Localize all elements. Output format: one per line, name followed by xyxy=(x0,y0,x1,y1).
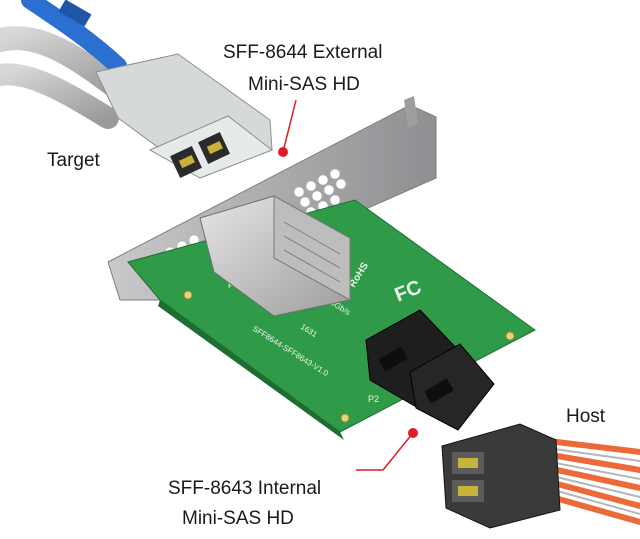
pull-tab-blue xyxy=(21,0,127,75)
internal-connectors xyxy=(365,309,495,431)
internal-connector-label-line2: Mini-SAS HD xyxy=(182,508,294,529)
external-connector-label-line1: SFF-8644 External xyxy=(223,42,383,63)
target-label: Target xyxy=(47,150,100,171)
internal-connector-label-line1: SFF-8643 Internal xyxy=(168,478,322,499)
external-connector-shield xyxy=(199,195,351,317)
pointer-internal xyxy=(356,428,418,471)
p2-marking: P2 xyxy=(368,394,379,404)
external-connector-label-line2: Mini-SAS HD xyxy=(248,74,360,95)
host-cable xyxy=(441,423,640,529)
pointer-external xyxy=(278,99,297,157)
target-cable xyxy=(0,0,274,179)
host-label: Host xyxy=(566,406,606,427)
